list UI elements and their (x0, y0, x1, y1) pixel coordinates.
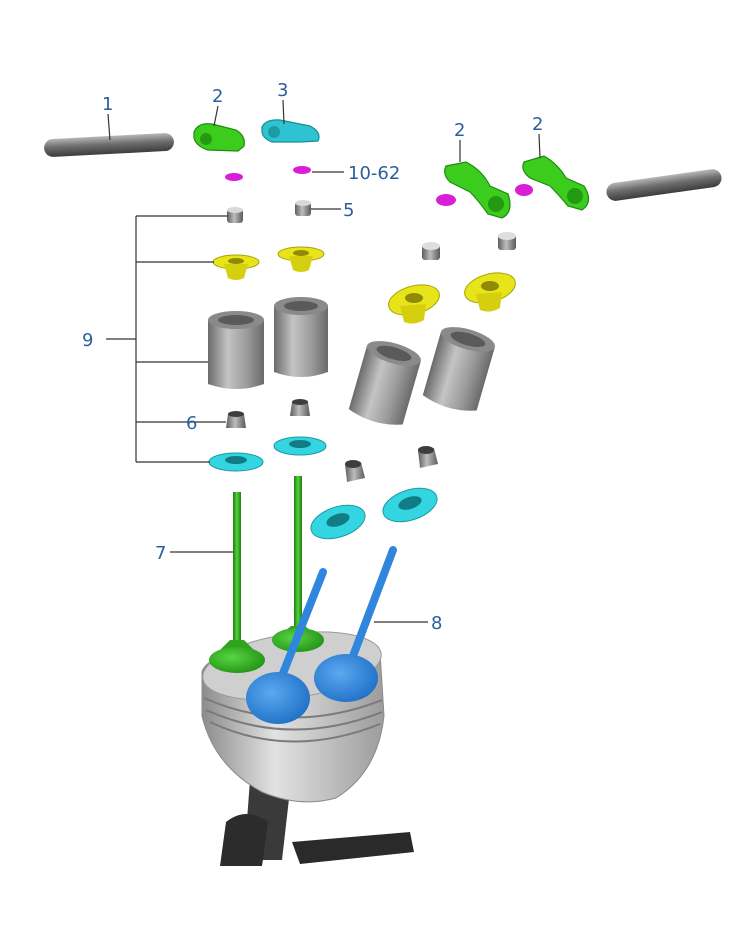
rocker-shaft-left (44, 133, 174, 157)
spring-seat-right-b (382, 487, 438, 523)
valve-cotter-group (227, 200, 516, 260)
callout-2-right-b: 2 (532, 114, 543, 135)
exhaust-valve-group (246, 546, 397, 724)
retainer-left-b (277, 246, 325, 272)
shim-left-b (293, 166, 311, 174)
connecting-rod (220, 780, 414, 866)
retainer-right-b (464, 272, 516, 312)
valve-spring-group (208, 297, 495, 425)
cotter-left-a (227, 207, 243, 223)
cotter-left-b (295, 200, 311, 216)
callout-2-right-a: 2 (454, 120, 465, 141)
shim-right-b (515, 184, 533, 196)
callout-6: 6 (186, 413, 197, 434)
callout-9: 9 (82, 330, 93, 351)
spring-seat-group (208, 436, 438, 540)
rocker-arm-intake-right-b (522, 155, 590, 211)
stem-seal-left-a (226, 411, 246, 428)
intake-valve-left (209, 492, 265, 673)
spring-seat-left-b (273, 436, 327, 456)
valve-adjusting-shim-group (225, 166, 533, 206)
valve-spring-left-a (208, 311, 264, 389)
rocker-arm-exhaust-left (261, 119, 320, 143)
callout-3: 3 (277, 80, 288, 101)
shim-left-a (225, 173, 243, 181)
valve-stem-seal-group (226, 399, 438, 482)
callout-5: 5 (343, 200, 354, 221)
spring-seat-right-a (310, 504, 366, 540)
callout-2-left: 2 (212, 86, 223, 107)
stem-seal-right-b (418, 446, 438, 468)
rocker-arm-intake-left (193, 123, 245, 152)
valve-spring-left-b (274, 297, 328, 377)
callout-7: 7 (155, 543, 166, 564)
stem-seal-left-b (290, 399, 310, 416)
retainer-right-a (388, 284, 440, 324)
exhaust-valve-left (246, 568, 327, 724)
exhaust-valve-right (314, 546, 397, 702)
rocker-shaft-right (606, 169, 722, 201)
cotter-right-b (498, 232, 516, 250)
spring-retainer-group (212, 246, 516, 324)
valve-spring-right-a (348, 341, 421, 425)
callout-8: 8 (431, 613, 442, 634)
rocker-arm-intake-right-a (444, 161, 511, 219)
leader-lines (106, 99, 541, 623)
cotter-right-a (422, 242, 440, 260)
shim-right-a (436, 194, 456, 206)
retainer-left-a (212, 254, 260, 280)
callout-labels: 1 2 3 2 2 10-62 5 9 6 7 8 (82, 80, 543, 634)
spring-seat-left-a (208, 452, 264, 472)
callout-1: 1 (102, 94, 113, 115)
stem-seal-right-a (345, 460, 365, 482)
valve-spring-right-b (422, 327, 495, 411)
callout-10-62: 10-62 (348, 163, 400, 184)
